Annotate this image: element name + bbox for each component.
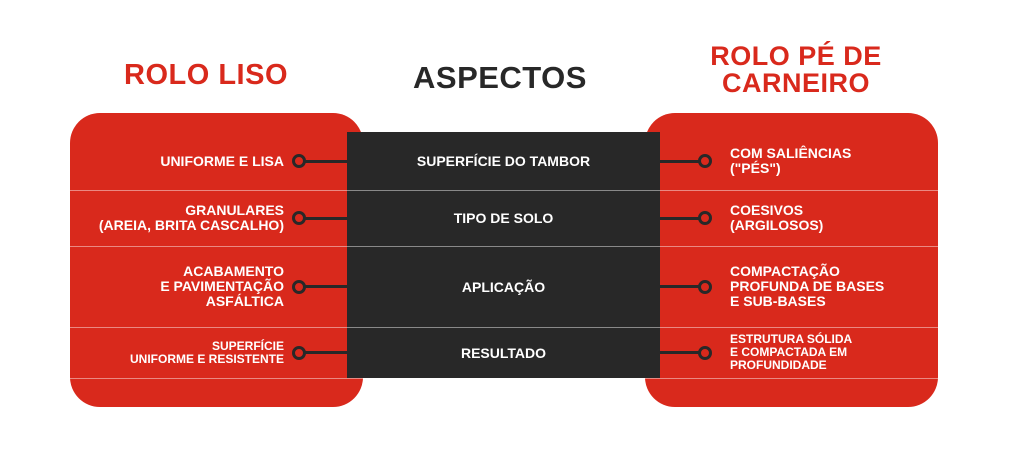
value-line: ASFÁLTICA [205,293,284,309]
connector-dot-icon [698,279,712,294]
connector-line [660,351,700,354]
rolo-pe-de-carneiro-value: COM SALIÊNCIAS("PÉS") [730,132,851,190]
rolo-pe-de-carneiro-value: COESIVOS(ARGILOSOS) [730,190,823,246]
value-line: ESTRUTURA SÓLIDA [730,332,853,346]
value-line: COM SALIÊNCIAS [730,145,852,161]
aspect-label: APLICAÇÃO [461,278,546,295]
title-aspectos: ASPECTOS [413,60,587,95]
value-line: UNIFORME E RESISTENTE [129,351,284,366]
value-line: COMPACTAÇÃO [730,263,840,279]
connector-line [660,216,700,220]
row-divider [70,190,938,191]
connector-dot-icon [292,154,306,168]
value-line: PROFUNDA DE BASES [730,278,885,294]
value-line: (AREIA, BRITA CASCALHO) [98,217,284,233]
connector-dot-icon [292,345,306,360]
title-rolo-pe-de-carneiro: ROLO PÉ DE CARNEIRO [680,43,912,97]
value-line: ("PÉS") [730,160,781,176]
connector-dot-icon [698,211,712,225]
connector-line [660,285,700,288]
aspect-label: TIPO DE SOLO [453,210,554,226]
title-right-line1: ROLO PÉ DE [710,41,882,71]
aspect-label: SUPERFÍCIE DO TAMBOR [416,153,591,169]
rolo-liso-value: GRANULARES(AREIA, BRITA CASCALHO) [99,190,284,246]
row-divider [70,327,938,328]
value-line: UNIFORME E LISA [160,152,284,169]
value-line: E SUB-BASES [730,293,826,309]
row-divider [70,378,938,379]
value-line: SUPERFÍCIE [211,338,284,353]
aspects-column [347,132,660,378]
value-line: E PAVIMENTAÇÃO [160,278,284,294]
row-divider [70,246,938,247]
rolo-liso-value: UNIFORME E LISA [160,132,284,190]
connector-line [660,159,700,163]
value-line: GRANULARES [185,202,284,218]
value-line: COESIVOS [730,202,804,218]
connector-line [303,159,347,163]
connector-dot-icon [292,279,306,294]
value-line: (ARGILOSOS) [730,217,824,233]
connector-dot-icon [698,345,712,360]
title-rolo-liso: ROLO LISO [124,59,288,91]
value-line: PROFUNDIDADE [730,358,827,372]
connector-dot-icon [292,211,306,225]
connector-line [303,285,347,288]
connector-line [303,216,347,220]
aspect-label: RESULTADO [460,344,547,361]
value-line: ACABAMENTO [183,263,284,279]
title-right-line2: CARNEIRO [721,68,870,98]
value-line: E COMPACTADA EM [730,345,848,359]
connector-line [303,351,347,354]
connector-dot-icon [698,154,712,168]
